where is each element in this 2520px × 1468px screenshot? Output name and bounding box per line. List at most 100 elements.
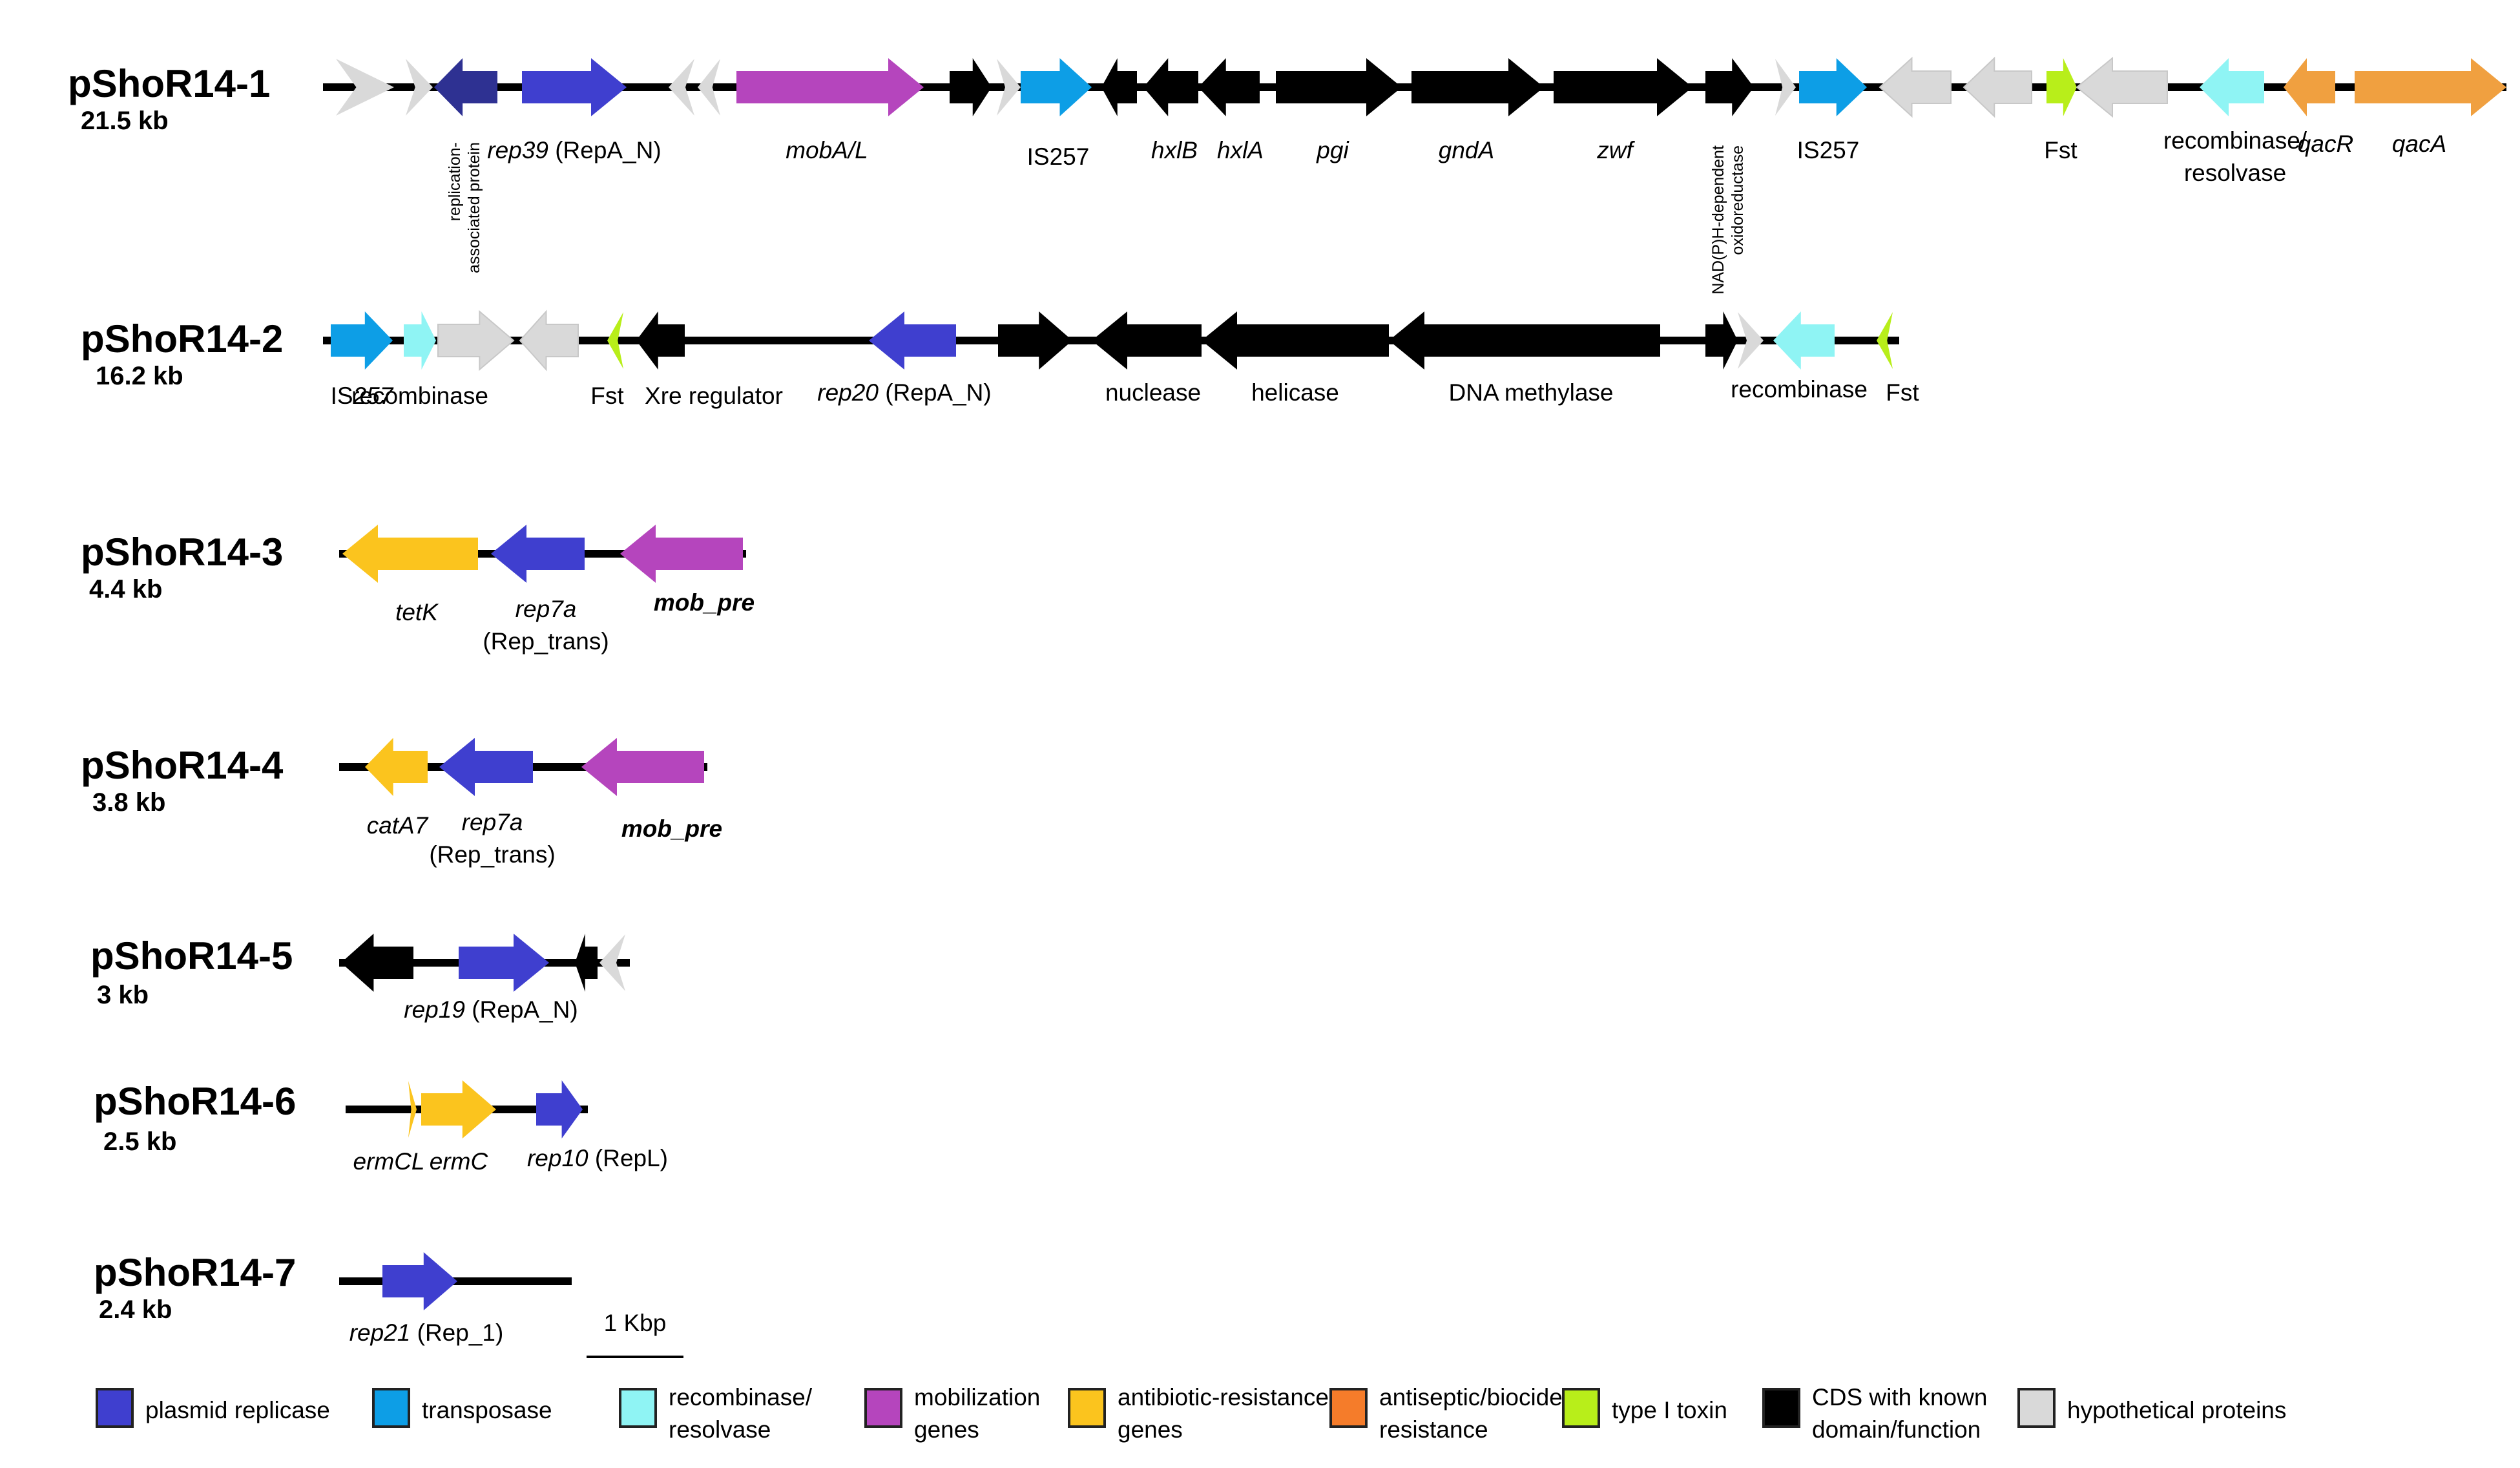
legend-label: CDS with known [1812, 1384, 1987, 1410]
plasmid-size: 2.5 kb [103, 1127, 176, 1156]
gene-label: Xre regulator [645, 383, 783, 409]
plasmid-name: pShoR14-1 [68, 62, 270, 105]
gene-arrow-hypothetical [519, 309, 579, 372]
vertical-label-line: NAD(P)H-dependent [1709, 145, 1727, 295]
gene-label: ermCL [353, 1148, 424, 1175]
plasmid-name: pShoR14-5 [90, 934, 293, 978]
gene-arrow-rep39 [522, 58, 627, 116]
gene-arrow-hypothetical [669, 59, 694, 116]
legend-label: mobilization [914, 1384, 1040, 1410]
gene-label: IS257 [1027, 143, 1090, 170]
legend-label-line2: genes [1118, 1416, 1183, 1443]
gene-arrow-helicase [1202, 311, 1389, 370]
gene-arrow-cds-known [575, 934, 598, 992]
gene-arrow-hypothetical [599, 934, 625, 991]
gene-label-line2: resolvase [2184, 160, 2286, 186]
gene-arrow-cds-known [341, 934, 413, 992]
legend-swatch [1562, 1388, 1600, 1428]
plasmid-name: pShoR14-2 [81, 317, 283, 361]
gene-arrow-hypothetical [437, 309, 515, 372]
legend-item: transposase [372, 1388, 552, 1428]
gene-arrow-is [331, 311, 393, 370]
gene-arrow-rep21 [382, 1252, 457, 1310]
gene-label: Fst [590, 383, 624, 409]
legend-item: plasmid replicase [96, 1388, 330, 1428]
legend-swatch [864, 1388, 902, 1428]
legend-label-line2: domain/function [1812, 1416, 1981, 1443]
gene-arrow-recombinase- [2200, 58, 2264, 116]
gene-arrow-rep10 [536, 1080, 583, 1138]
plasmid-pShoR14-1: pShoR14-121.5 kb rep39 (RepA_N) mobA/L IS25… [68, 56, 2506, 295]
gene-label: pgi [1316, 137, 1349, 163]
plasmid-size: 2.4 kb [99, 1295, 172, 1324]
plasmids-layer: pShoR14-121.5 kb rep39 (RepA_N) mobA/L IS25… [68, 56, 2506, 1358]
legend-item: hypothetical proteins [2017, 1388, 2286, 1428]
gene-arrow-tetk [342, 525, 478, 583]
gene-arrow-xre-regulator [636, 311, 685, 370]
legend-swatch [2017, 1388, 2056, 1428]
gene-arrow-recombinase [1773, 311, 1835, 370]
gene-label: rep20 (RepA_N) [817, 379, 991, 406]
gene-label: DNA methylase [1449, 379, 1614, 406]
legend: plasmid replicase transposase recombinase/… [96, 1384, 2286, 1443]
legend-label: type I toxin [1612, 1397, 1727, 1423]
legend-swatch [372, 1388, 410, 1428]
legend-item: type I toxin [1562, 1388, 1727, 1428]
gene-arrow-hxlb [1143, 58, 1198, 116]
gene-arrow-hypothetical [997, 59, 1021, 116]
gene-arrow-dna-methylase [1389, 311, 1660, 370]
gene-label-line2: (Rep_trans) [429, 841, 555, 868]
legend-label-line2: resolvase [669, 1416, 771, 1443]
gene-arrow-cds-known [1705, 311, 1738, 370]
plasmid-name: pShoR14-3 [81, 530, 283, 574]
gene-arrow-ermcl [408, 1081, 417, 1138]
gene-arrow-hypothetical [1879, 56, 1952, 118]
gene-arrow-qaca [2355, 58, 2506, 116]
vertical-label-line: replication- [446, 142, 464, 221]
gene-arrow-hxla [1198, 58, 1260, 116]
gene-arrow-mob-pre [581, 738, 704, 796]
gene-arrow-is257 [1799, 58, 1867, 116]
gene-arrow-rep7a [491, 525, 585, 583]
gene-arrow-replicase-dark [434, 58, 497, 116]
plasmid-size: 16.2 kb [96, 362, 183, 390]
vertical-gene-label: replication-associated protein [446, 142, 483, 273]
legend-label: recombinase/ [669, 1384, 813, 1410]
legend-item: antibiotic-resistance genes [1068, 1384, 1329, 1443]
gene-label: recombinase [1731, 376, 1868, 403]
gene-arrow-fst [1877, 312, 1893, 369]
plasmid-size: 3.8 kb [92, 788, 165, 817]
gene-arrow-pgi [1276, 58, 1402, 116]
gene-arrow-rep7a [439, 738, 533, 796]
gene-arrow-cata7 [365, 738, 428, 796]
legend-swatch [1068, 1388, 1106, 1428]
plasmid-name: pShoR14-4 [81, 744, 284, 787]
gene-label: Fst [2044, 137, 2077, 163]
gene-label: mob_pre [621, 815, 722, 842]
legend-swatch [1762, 1388, 1800, 1428]
gene-arrow-zwf [1554, 58, 1692, 116]
scale-bar: 1 Kbp [587, 1310, 683, 1358]
gene-arrow-hypothetical [1738, 312, 1764, 369]
vertical-label-line: oxidoreductase [1729, 145, 1747, 255]
gene-label: hxlA [1217, 137, 1264, 163]
gene-arrow-cds-known [1101, 58, 1137, 116]
legend-label-line2: resistance [1379, 1416, 1488, 1443]
gene-arrow-hypothetical [1775, 59, 1796, 116]
gene-label: mob_pre [654, 589, 755, 616]
plasmid-size: 21.5 kb [81, 107, 169, 135]
plasmid-name: pShoR14-7 [94, 1251, 296, 1294]
legend-swatch [1329, 1388, 1368, 1428]
legend-label: antibiotic-resistance [1118, 1384, 1329, 1410]
vertical-label-line: associated protein [465, 142, 483, 273]
gene-arrow-fst [2046, 58, 2077, 116]
gene-label: rep39 (RepA_N) [487, 137, 661, 163]
gene-arrow-gnda [1411, 58, 1544, 116]
gene-label: mobA/L [786, 137, 868, 163]
